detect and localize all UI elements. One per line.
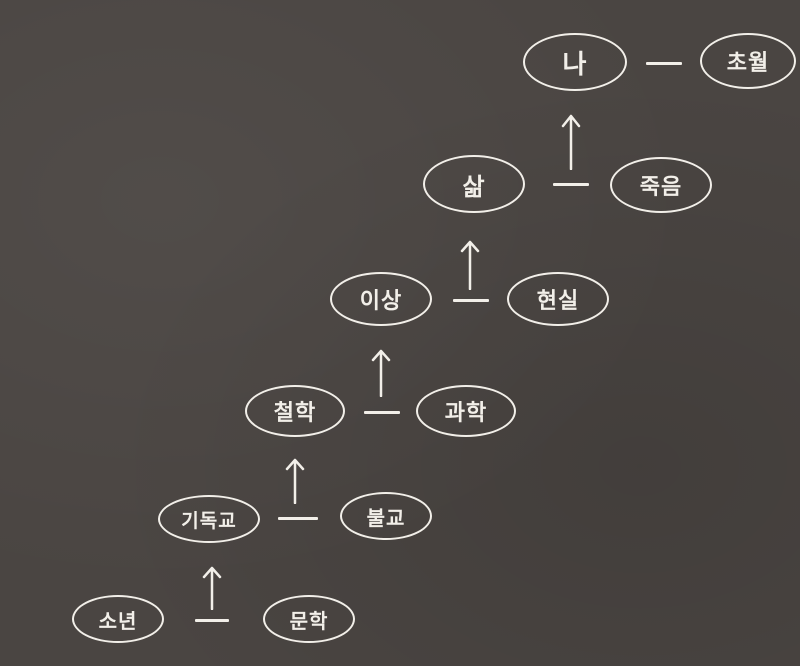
up-arrow-icon [371,349,391,397]
node-buddhism-label: 불교 [366,505,406,530]
node-literature: 문학 [263,595,355,643]
node-buddhism: 불교 [340,492,432,540]
node-transcendence: 초월 [700,33,796,89]
node-science: 과학 [416,385,516,437]
connector-dash [553,183,589,186]
node-death: 죽음 [610,157,712,213]
node-self-label: 나 [562,49,588,80]
node-reality-label: 현실 [536,289,580,314]
node-christianity: 기독교 [158,495,260,543]
node-ideal: 이상 [330,272,432,326]
node-reality: 현실 [507,272,609,326]
connector-dash [195,619,229,622]
node-life-label: 삶 [462,172,486,201]
node-literature-label: 문학 [289,608,329,633]
up-arrow-icon [285,458,305,504]
node-life: 삶 [423,155,525,213]
connector-dash [646,62,682,65]
up-arrow-icon [561,114,581,170]
node-science-label: 과학 [444,401,488,426]
connector-dash [453,299,489,302]
up-arrow-icon [202,566,222,610]
node-philosophy-label: 철학 [273,401,317,426]
node-philosophy: 철학 [245,385,345,437]
node-transcendence-label: 초월 [726,51,770,76]
up-arrow-icon [460,240,480,290]
node-boy: 소년 [72,595,164,643]
node-boy-label: 소년 [98,608,138,633]
connector-dash [364,411,400,414]
node-christianity-label: 기독교 [181,509,237,532]
connector-dash [278,517,318,520]
node-ideal-label: 이상 [359,289,403,314]
node-self: 나 [523,33,627,91]
node-death-label: 죽음 [639,175,683,200]
